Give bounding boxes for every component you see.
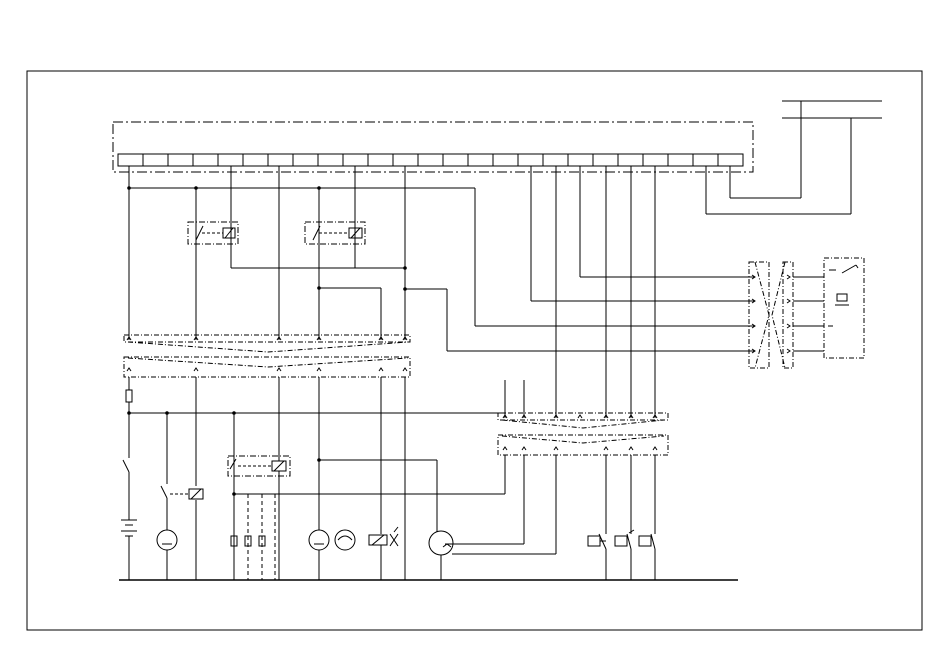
terminal-18 (543, 154, 568, 166)
arrow-marker (127, 368, 131, 371)
arrow-marker (604, 447, 608, 450)
generator (157, 530, 177, 580)
arrow-marker (787, 349, 790, 353)
lower-wires (126, 377, 524, 580)
terminal-6 (243, 154, 268, 166)
arrow-marker (522, 447, 526, 450)
terminal-12 (393, 154, 418, 166)
arrow-marker (578, 415, 582, 418)
indicator-lamps (588, 455, 655, 580)
terminal-strip-enclosure (113, 122, 753, 172)
arrow-marker (787, 324, 790, 328)
terminal-25 (718, 154, 743, 166)
terminal-2 (143, 154, 168, 166)
battery (121, 520, 137, 580)
terminal-14 (443, 154, 468, 166)
arrow-marker (379, 368, 383, 371)
right-connector (749, 262, 793, 368)
arrow-marker (653, 447, 657, 450)
terminal-15 (468, 154, 493, 166)
terminal-24 (693, 154, 718, 166)
terminal-22 (643, 154, 668, 166)
arrow-marker (503, 447, 507, 450)
connector-block-1 (124, 335, 410, 377)
terminal-11 (368, 154, 393, 166)
terminal-20 (593, 154, 618, 166)
terminal-7 (268, 154, 293, 166)
top-right-bus (706, 101, 882, 214)
connector-block-2 (498, 413, 668, 455)
fuse (126, 390, 132, 402)
terminal-23 (668, 154, 693, 166)
arrow-marker (787, 275, 790, 279)
arrow-marker (403, 368, 407, 371)
arrow-marker (194, 368, 198, 371)
terminal-3 (168, 154, 193, 166)
main-wires (129, 166, 755, 418)
arrow-marker (317, 368, 321, 371)
terminal-9 (318, 154, 343, 166)
dashed-cables (234, 494, 275, 580)
relay-4 (228, 456, 290, 476)
arrow-marker (554, 447, 558, 450)
terminal-21 (618, 154, 643, 166)
fuel-pump (429, 455, 556, 580)
arrow-marker (787, 299, 790, 303)
terminal-16 (493, 154, 518, 166)
terminal-5 (218, 154, 243, 166)
terminal-strip (118, 154, 743, 166)
starter-motor (309, 530, 355, 580)
terminal-13 (418, 154, 443, 166)
main-switch (123, 460, 129, 472)
terminal-17 (518, 154, 543, 166)
terminal-10 (343, 154, 368, 166)
arrow-marker (629, 447, 633, 450)
arrow-marker (277, 368, 281, 371)
horn-icon (837, 294, 847, 301)
indicator-panel (793, 258, 864, 358)
relay-3 (161, 486, 203, 530)
relay-2 (305, 222, 365, 244)
terminal-4 (193, 154, 218, 166)
terminal-1 (118, 154, 143, 166)
terminal-19 (568, 154, 593, 166)
terminal-8 (293, 154, 318, 166)
solenoid-valve (369, 527, 398, 580)
